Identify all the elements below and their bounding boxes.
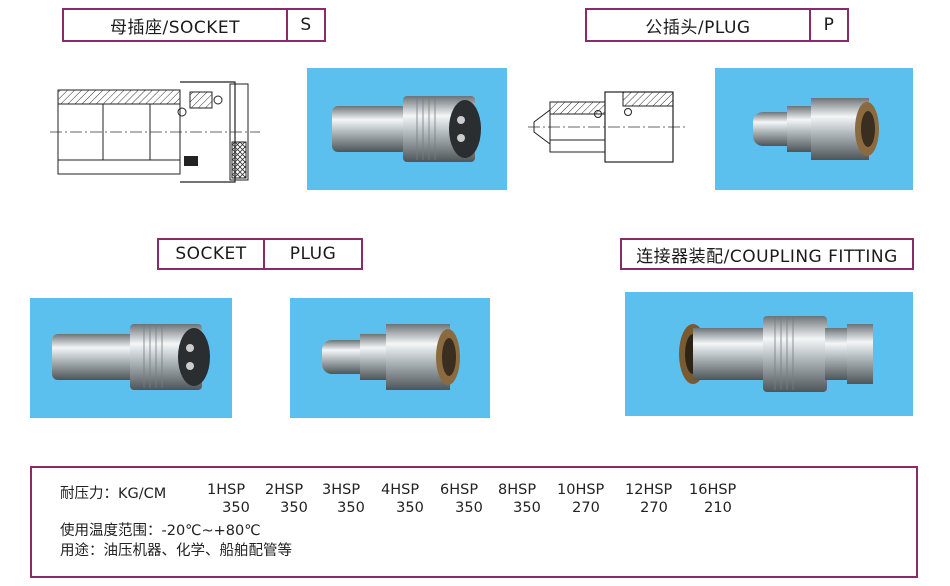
plug-photo [715,68,913,190]
model-name: 3HSP [322,482,361,498]
socket-code: S [286,10,324,40]
model-name: 1HSP [207,482,246,498]
model-name: 4HSP [381,482,420,498]
specifications-panel: 耐压力：KG/CM 1HSP 350 2HSP 350 3HSP 350 4HSP 350 6H… [30,466,918,578]
pressure-value: 350 [280,500,308,516]
plug-cross-section-drawing [528,91,688,163]
coupling-label-box: 连接器装配/COUPLING FITTING [620,238,914,270]
pair-socket-label: SOCKET [175,244,247,264]
pressure-value: 350 [513,500,541,516]
socket-photo-lower [30,298,232,418]
pressure-value: 270 [572,500,600,516]
model-name: 16HSP [689,482,737,498]
pressure-value: 350 [455,500,483,516]
pressure-value: 210 [704,500,732,516]
plug-code: P [809,10,847,40]
usage-row: 用途：油压机器、化学、船舶配管等 [60,543,292,559]
plug-label-box: 公插头/PLUG P [585,8,849,42]
socket-title: 母插座/SOCKET [109,17,241,38]
model-name: 8HSP [498,482,537,498]
pressure-value: 350 [337,500,365,516]
pair-plug-label: PLUG [263,240,361,268]
socket-photo [307,68,507,190]
socket-plug-label-box: SOCKET PLUG [157,238,363,270]
plug-title: 公插头/PLUG [645,17,751,38]
model-name: 2HSP [265,482,304,498]
pressure-value: 270 [640,500,668,516]
plug-photo-lower [290,298,490,418]
socket-cross-section-drawing [50,81,260,183]
socket-label-box: 母插座/SOCKET S [62,8,326,42]
pressure-row: 耐压力：KG/CM [60,482,166,503]
model-name: 6HSP [440,482,479,498]
coupling-fitting-photo [625,292,913,416]
model-name: 10HSP [557,482,605,498]
temperature-row: 使用温度范围：-20℃~+80℃ [60,523,261,539]
pressure-value: 350 [396,500,424,516]
coupling-title: 连接器装配/COUPLING FITTING [636,246,898,267]
pressure-label: 耐压力：KG/CM [60,486,167,502]
model-name: 12HSP [625,482,673,498]
pressure-value: 350 [222,500,250,516]
